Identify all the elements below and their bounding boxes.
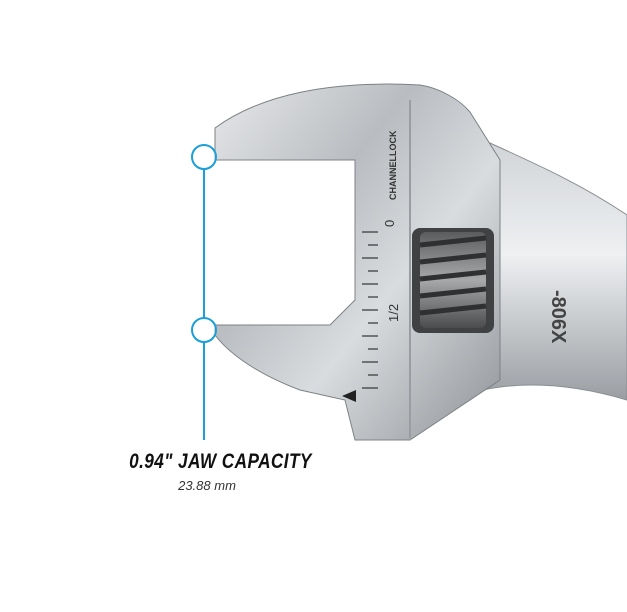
scale-half-label: 1/2 — [386, 304, 401, 322]
scale-zero-label: 0 — [382, 220, 397, 227]
capacity-metric: 23.88 mm — [178, 478, 236, 493]
capacity-title: 0.94" JAW CAPACITY — [129, 450, 312, 473]
scale-pointer — [342, 390, 356, 402]
jaw-scale — [362, 231, 378, 389]
upper-jaw-marker — [191, 144, 217, 170]
lower-jaw-marker — [191, 317, 217, 343]
worm-gear — [419, 232, 487, 328]
capacity-callout — [191, 144, 217, 440]
model-number: -806X — [547, 290, 569, 344]
brand-logo: CHANNELLOCK — [388, 130, 398, 200]
wrench-head — [214, 83, 501, 441]
